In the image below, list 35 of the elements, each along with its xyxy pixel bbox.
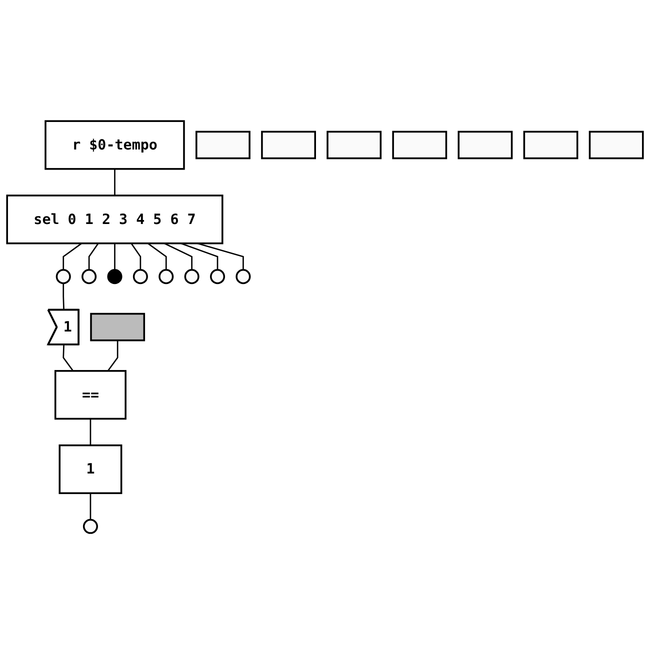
node-box: == xyxy=(54,370,126,420)
connector xyxy=(62,242,82,270)
node-circle xyxy=(210,268,226,284)
node-circle xyxy=(236,268,251,284)
node-box xyxy=(588,130,644,160)
connector xyxy=(62,344,74,372)
node-circle xyxy=(82,518,98,534)
node-box xyxy=(326,130,382,160)
connector xyxy=(114,243,116,270)
connector xyxy=(180,242,218,270)
connector xyxy=(90,418,92,446)
node-circle xyxy=(184,268,200,284)
connector xyxy=(130,242,142,270)
node-box: 1 xyxy=(58,444,122,494)
node-circle xyxy=(158,268,174,284)
connector xyxy=(62,283,64,310)
node-box xyxy=(392,130,448,160)
node-box xyxy=(458,130,513,160)
node-box: sel 0 1 2 3 4 5 6 7 xyxy=(6,194,224,244)
node-box xyxy=(523,130,578,160)
connector xyxy=(107,340,118,372)
connector xyxy=(147,242,167,270)
node-circle xyxy=(132,268,148,284)
node-circle xyxy=(56,268,71,284)
connector xyxy=(90,493,92,520)
node-box xyxy=(90,312,146,342)
connector xyxy=(88,242,99,270)
node-circle xyxy=(107,268,122,284)
connector xyxy=(114,168,116,196)
node-box xyxy=(196,130,250,160)
node-box xyxy=(261,130,316,160)
connector xyxy=(197,242,244,270)
node-circle xyxy=(82,268,97,284)
connector xyxy=(164,242,192,270)
node-box: r $0-tempo xyxy=(44,120,185,170)
